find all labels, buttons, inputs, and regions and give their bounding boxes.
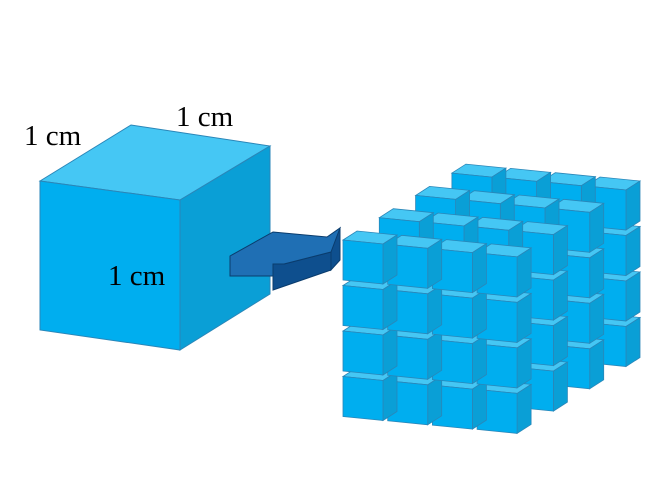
small-cube-side-face	[589, 248, 605, 299]
edge-length-label-top: 1 cm	[176, 101, 234, 133]
small-cube-block	[341, 163, 642, 435]
small-cube-side-face	[516, 338, 532, 389]
small-cube	[341, 230, 399, 285]
edge-length-label-left: 1 cm	[24, 120, 82, 152]
transform-arrow	[229, 226, 342, 291]
small-cube-side-face	[382, 325, 398, 376]
small-cube-side-face	[589, 202, 605, 254]
small-cube-side-face	[625, 271, 641, 322]
small-cube-side-face	[427, 284, 443, 335]
arrow-front-face	[229, 226, 342, 277]
small-cube-front-face	[342, 285, 384, 330]
small-cube-side-face	[589, 293, 605, 345]
small-cube-side-face	[553, 224, 568, 276]
small-cube-side-face	[427, 238, 443, 290]
small-cube-side-face	[516, 383, 532, 435]
small-cube	[584, 176, 642, 231]
small-cube-side-face	[427, 329, 443, 381]
small-cube-side-face	[625, 316, 641, 368]
small-cube-side-face	[471, 379, 487, 430]
small-cube-front-face	[342, 239, 384, 285]
small-cube-side-face	[516, 292, 532, 344]
small-cube-front-face	[342, 330, 384, 376]
small-cube-side-face	[553, 270, 568, 321]
edge-length-label-front: 1 cm	[108, 260, 166, 292]
small-cube-side-face	[625, 225, 641, 277]
small-cube-side-face	[471, 288, 487, 339]
small-cube-side-face	[471, 333, 487, 385]
large-cube-front-face	[39, 180, 181, 351]
large-cube	[38, 124, 272, 351]
small-cube-side-face	[589, 339, 605, 390]
small-cube-side-face	[382, 279, 398, 331]
small-cube-side-face	[553, 361, 568, 412]
small-cube	[431, 239, 488, 294]
small-cube-side-face	[382, 234, 398, 285]
small-cube-side-face	[625, 180, 641, 231]
small-cube-side-face	[516, 247, 532, 298]
small-cube-front-face	[342, 376, 384, 421]
small-cube	[386, 234, 443, 290]
small-cube-side-face	[382, 370, 398, 422]
small-cube-side-face	[471, 242, 487, 294]
small-cube-side-face	[427, 375, 443, 426]
small-cube-side-face	[553, 315, 568, 367]
